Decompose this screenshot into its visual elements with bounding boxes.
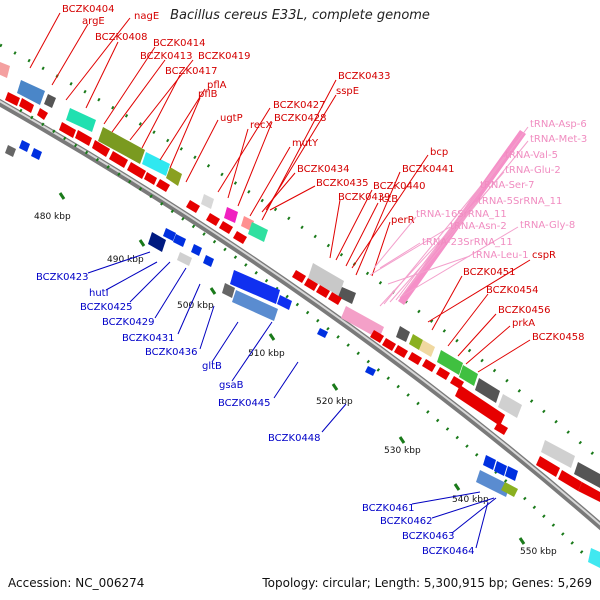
gene-label-BCZK0445: BCZK0445 <box>218 398 271 409</box>
kbp-label: 500 kbp <box>177 301 214 311</box>
gene-label-pflA: pflA <box>207 80 227 91</box>
kbp-label: 510 kbp <box>248 349 285 359</box>
gene-label-BCZK0419: BCZK0419 <box>198 51 251 62</box>
gene-label-BCZK0428: BCZK0428 <box>274 113 327 124</box>
gene-label-BCZK0404: BCZK0404 <box>62 4 115 15</box>
gene-label-bcp: bcp <box>430 147 448 158</box>
gene-label-BCZK0414: BCZK0414 <box>153 38 206 49</box>
gene-label-cspR: cspR <box>532 250 556 261</box>
gene-label-BCZK0423: BCZK0423 <box>36 272 89 283</box>
gene-label-BCZK0429: BCZK0429 <box>102 317 155 328</box>
red-gene-labels: BCZK0404 argE nagE BCZK0408 BCZK0414 BCZ… <box>62 4 585 343</box>
gene-label-BCZK0433: BCZK0433 <box>338 71 391 82</box>
gene-label-BCZK0434: BCZK0434 <box>297 164 350 175</box>
forward-genes <box>0 62 600 568</box>
gene-label-ugtP: ugtP <box>220 113 243 124</box>
gene-label-tRNA-Leu-1: tRNA-Leu-1 <box>472 250 528 261</box>
blue-leader-lines <box>87 251 497 549</box>
gene-label-BCZK0454: BCZK0454 <box>486 285 539 296</box>
gene-label-BCZK0448: BCZK0448 <box>268 433 321 444</box>
gene-label-BCZK0462: BCZK0462 <box>380 516 433 527</box>
gene-label-tRNA-23SrRNA_11: tRNA-23SrRNA_11 <box>422 237 513 248</box>
kbp-label: 550 kbp <box>520 547 557 557</box>
gene-label-BCZK0463: BCZK0463 <box>402 531 455 542</box>
kbp-label: 480 kbp <box>34 212 71 222</box>
gene-label-BCZK0413: BCZK0413 <box>140 51 193 62</box>
reverse-genes <box>5 140 518 497</box>
gene-label-BCZK0464: BCZK0464 <box>422 546 475 557</box>
gene-label-argE: argE <box>82 16 105 27</box>
red-leader-lines <box>29 12 531 373</box>
gene-label-BCZK0417: BCZK0417 <box>165 66 218 77</box>
gene-label-tRNA-Gly-8: tRNA-Gly-8 <box>520 220 575 231</box>
gene-label-BCZK0408: BCZK0408 <box>95 32 148 43</box>
gene-label-tRNA-Asp-6: tRNA-Asp-6 <box>530 119 587 130</box>
gene-label-prkA: prkA <box>512 318 535 329</box>
pink-leader-lines <box>369 126 529 307</box>
gene-label-BCZK0431: BCZK0431 <box>122 333 175 344</box>
gene-label-BCZK0439: BCZK0439 <box>338 192 391 203</box>
gene-label-nagE: nagE <box>134 11 159 22</box>
gene-label-BCZK0456: BCZK0456 <box>498 305 551 316</box>
blue-gene-labels: BCZK0423 hutI BCZK0425 BCZK0429 BCZK0431… <box>36 272 475 557</box>
kbp-ticks <box>58 192 526 545</box>
pink-gene-labels: tRNA-Asp-6 tRNA-Met-3 tRNA-Val-5 tRNA-Gl… <box>416 119 587 261</box>
gene-label-pflB: pflB <box>198 89 218 100</box>
kbp-label: 540 kbp <box>452 495 489 505</box>
gene-label-hutI: hutI <box>89 288 109 299</box>
gene-label-BCZK0441: BCZK0441 <box>402 164 455 175</box>
gene-label-tRNA-5SrRNA_11: tRNA-5SrRNA_11 <box>478 196 562 207</box>
topology-text: Topology: circular; Length: 5,300,915 bp… <box>262 576 592 590</box>
forward-arrows <box>5 92 600 502</box>
gene-label-perR: perR <box>391 215 415 226</box>
gene-label-BCZK0435: BCZK0435 <box>316 178 369 189</box>
map-title: Bacillus cereus E33L, complete genome <box>170 8 430 23</box>
gene-label-BCZK0458: BCZK0458 <box>532 332 585 343</box>
gene-label-tRNA-16SrRNA_11: tRNA-16SrRNA_11 <box>416 209 507 220</box>
gene-label-BCZK0461: BCZK0461 <box>362 503 415 514</box>
kbp-label: 520 kbp <box>316 397 353 407</box>
gene-label-BCZK0440: BCZK0440 <box>373 181 426 192</box>
gene-label-gltB: gltB <box>202 361 222 372</box>
kbp-label: 530 kbp <box>384 446 421 456</box>
gene-label-tRNA-Ser-7: tRNA-Ser-7 <box>480 180 535 191</box>
gene-label-recX: recX <box>250 120 273 131</box>
gene-label-BCZK0427: BCZK0427 <box>273 100 326 111</box>
gene-label-sspE: sspE <box>336 86 359 97</box>
gene-label-BCZK0451: BCZK0451 <box>463 267 516 278</box>
gene-label-gsaB: gsaB <box>219 380 244 391</box>
gene-label-BCZK0425: BCZK0425 <box>80 302 133 313</box>
genome-backbone <box>0 98 600 531</box>
accession-text: Accession: NC_006274 <box>8 576 145 590</box>
gene-label-tRNA-Met-3: tRNA-Met-3 <box>530 134 587 145</box>
gene-label-tRNA-Glu-2: tRNA-Glu-2 <box>505 165 561 176</box>
gene-label-tRNA-Asn-2: tRNA-Asn-2 <box>450 221 507 232</box>
gene-label-BCZK0436: BCZK0436 <box>145 347 198 358</box>
gene-label-lctB: lctB <box>379 194 398 205</box>
gene-label-tRNA-Val-5: tRNA-Val-5 <box>505 150 558 161</box>
gene-label-mutY: mutY <box>292 138 319 149</box>
tick-dots <box>0 43 600 562</box>
